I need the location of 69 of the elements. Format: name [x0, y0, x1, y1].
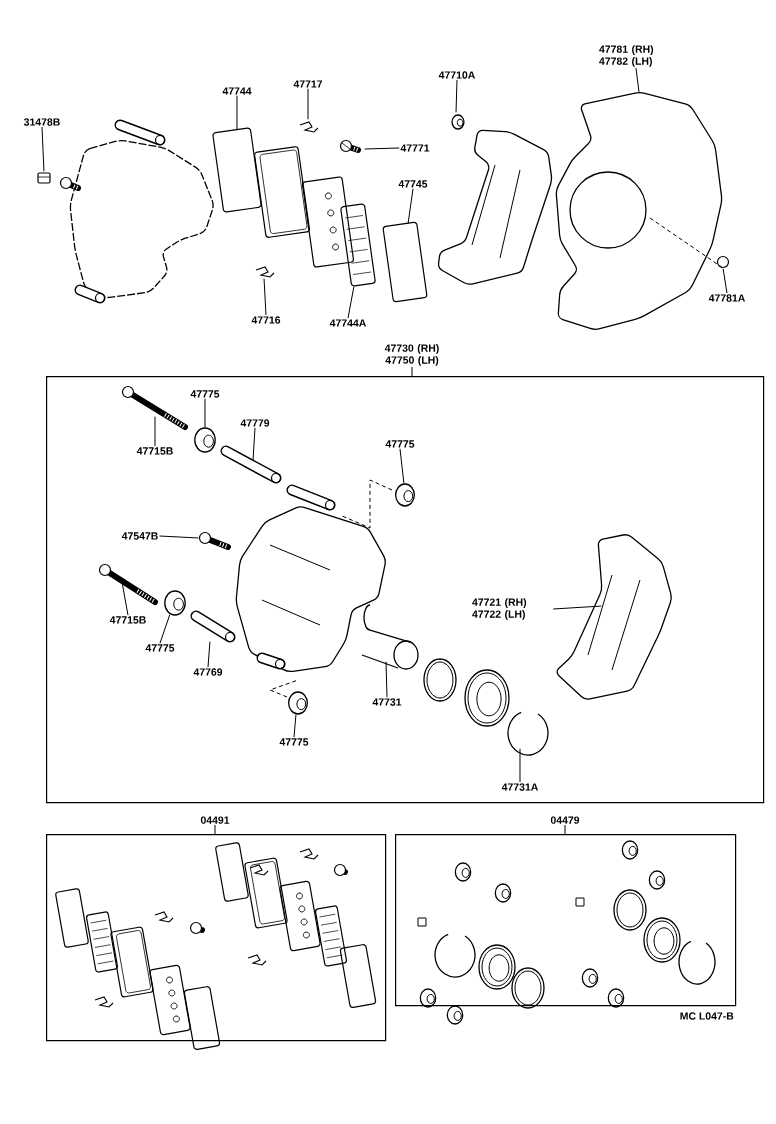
bleeder-cap-drawing: [37, 172, 51, 184]
part-number: 47775: [385, 440, 415, 448]
leader-line: [154, 416, 156, 447]
anti-squeal-shim-drawing: [340, 203, 376, 287]
leader-line: [159, 614, 171, 644]
part-number: 47781 (RH) 47782 (LH): [599, 45, 654, 67]
leader-line: [204, 398, 206, 428]
leader-line: [399, 448, 405, 484]
leader-line: [649, 217, 723, 269]
bushing-drawing: [451, 114, 465, 130]
leader-line: [385, 661, 388, 698]
leader-line: [552, 605, 602, 610]
part-number: 47769: [193, 668, 223, 676]
leader-line: [121, 582, 129, 616]
brake-pad-drawing: [212, 127, 262, 213]
leader-line: [519, 748, 521, 783]
piston-drawing: [361, 604, 419, 670]
pad-clip-drawing: [255, 266, 275, 278]
anti-squeal-shim-drawing: [382, 221, 428, 303]
leader-line: [364, 147, 400, 150]
part-number: 31478B: [23, 118, 60, 126]
leader-line: [41, 126, 45, 172]
part-number: 47775: [279, 738, 309, 746]
part-number: 47721 (RH) 47722 (LH): [472, 598, 527, 620]
bolt-drawing: [716, 255, 730, 269]
bushing-drawing: [395, 483, 415, 507]
leader-line: [635, 67, 640, 93]
pin-drawing: [339, 139, 361, 153]
part-number: 47730 (RH) 47750 (LH): [384, 344, 439, 366]
leader-line: [236, 95, 238, 130]
part-number: 47717: [293, 80, 323, 88]
bolt-drawing: [98, 563, 158, 605]
bushing-drawing: [194, 427, 216, 453]
part-number: 47716: [251, 316, 281, 324]
part-number: 47775: [145, 644, 175, 652]
guide-pin-drawing: [190, 610, 236, 643]
bushing-drawing: [288, 691, 308, 715]
leader-line: [307, 88, 309, 120]
part-number: 04479: [550, 816, 580, 824]
bolt-drawing: [121, 385, 188, 430]
part-number: 47731A: [501, 783, 538, 791]
leader-line: [293, 714, 297, 738]
part-number: 47775: [190, 390, 220, 398]
part-number: 47779: [240, 419, 270, 427]
set-ring-drawing: [507, 711, 549, 756]
part-number: 47715B: [109, 616, 146, 624]
part-number: 47547B: [121, 532, 158, 540]
part-number: 04491: [200, 816, 230, 824]
part-number: 47731: [372, 698, 402, 706]
leader-line: [455, 79, 458, 113]
leader-line: [252, 427, 256, 461]
leader-line: [347, 286, 355, 319]
leader-line: [407, 188, 414, 224]
leader-line: [263, 278, 267, 316]
part-number: 47744: [222, 87, 252, 95]
part-number: 47744A: [329, 319, 366, 327]
pad-clip-drawing: [299, 121, 319, 133]
part-number: 47771: [400, 144, 430, 152]
guide-pin-drawing: [220, 445, 282, 484]
part-number: 47781A: [708, 294, 745, 302]
leader-line: [207, 641, 211, 668]
leader-line: [159, 535, 199, 539]
bushing-drawing: [164, 590, 186, 616]
part-number: 47710A: [438, 71, 475, 79]
mounting-bracket-drawing: [556, 534, 672, 700]
part-number: 47745: [398, 180, 428, 188]
part-number: 47715B: [136, 447, 173, 455]
bleeder-drawing: [198, 531, 231, 550]
leader-line: [722, 268, 728, 294]
